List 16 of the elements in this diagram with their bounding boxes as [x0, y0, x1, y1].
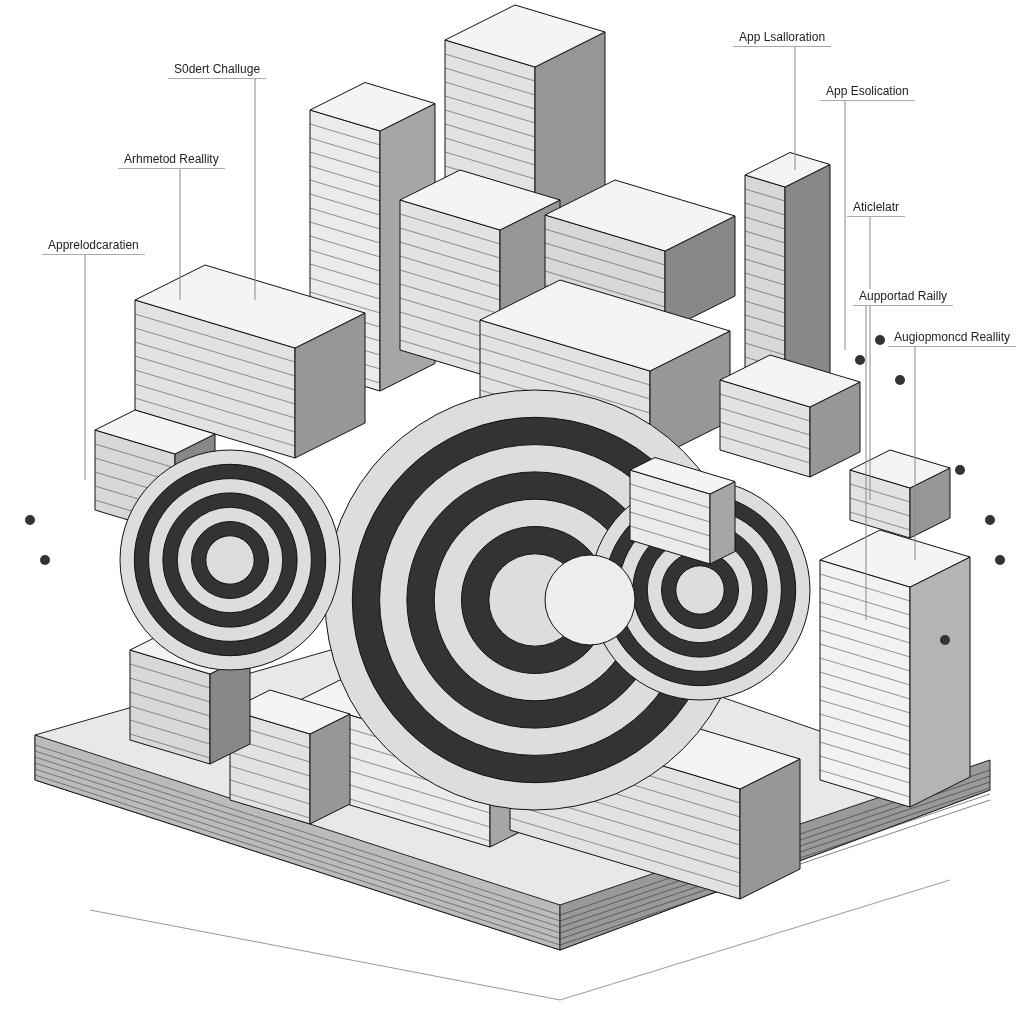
callout-label: Arhmetod Reallity: [118, 152, 225, 169]
leader-line: [865, 305, 867, 621]
callout-label: Aupportad Railly: [853, 289, 954, 306]
leader-line: [794, 46, 796, 171]
leader-line: [254, 78, 256, 301]
callout-label: Augiopmoncd Reallity: [888, 330, 1017, 347]
leader-line: [869, 216, 871, 501]
callout-label: S0dert Challuge: [168, 62, 267, 79]
leader-line: [179, 168, 181, 301]
callout-label: Apprelodcaratien: [42, 238, 145, 255]
callout-label: App Esolication: [820, 84, 915, 101]
callout-label: Aticlelatr: [847, 200, 905, 217]
leader-line: [844, 100, 846, 351]
callout-label: App Lsalloration: [733, 30, 832, 47]
leader-line: [84, 254, 86, 481]
leader-line: [914, 346, 916, 561]
